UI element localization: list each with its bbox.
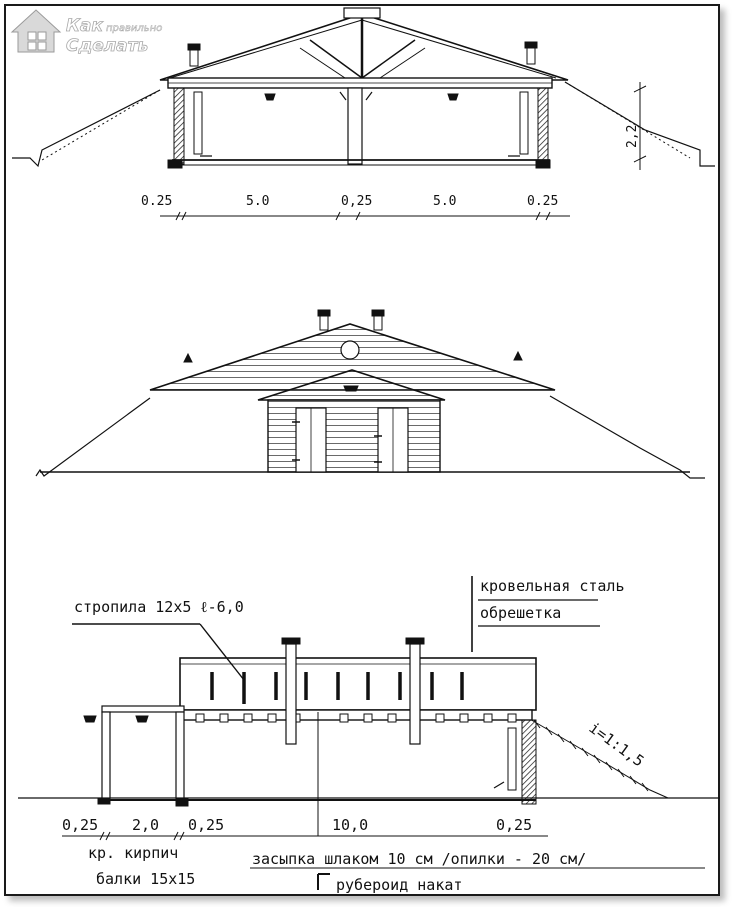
- dim-wall-right: 0.25: [527, 194, 558, 209]
- cross-section-dimensions: 0.25 5.0 0,25 5.0 0.25 2,2: [141, 125, 640, 209]
- dim-bottom-wall-right: 0,25: [496, 816, 532, 834]
- dim-height: 2,2: [625, 125, 640, 148]
- logo-word-1: Как: [66, 16, 103, 36]
- dim-bottom-span: 10,0: [332, 816, 368, 834]
- dim-span-right: 5.0: [433, 194, 456, 209]
- cross-section-drawing: [12, 7, 715, 221]
- dim-wall-left: 0.25: [141, 194, 172, 209]
- longitudinal-section-drawing: [18, 576, 720, 890]
- dim-wall-middle: 0,25: [341, 194, 372, 209]
- label-beams: балки 15х15: [96, 870, 195, 888]
- site-logo: Как правильно Сделать: [10, 9, 163, 56]
- dim-bottom-wall-left: 0,25: [62, 816, 98, 834]
- dim-bottom-wall-middle: 0,25: [188, 816, 224, 834]
- logo-house-icon: [10, 9, 62, 53]
- label-roof-steel: кровельная сталь: [480, 577, 625, 595]
- label-fill: засыпка шлаком 10 см /опилки - 20 см/: [252, 850, 586, 868]
- logo-word-3: Сделать: [66, 36, 148, 56]
- logo-word-2: правильно: [106, 23, 162, 34]
- dim-bottom-vestibule: 2,0: [132, 816, 159, 834]
- label-rafters: стропила 12х5 ℓ-6,0: [74, 598, 244, 616]
- label-slope: i=1:1,5: [586, 719, 648, 771]
- dim-span-left: 5.0: [246, 194, 269, 209]
- label-lathing: обрешетка: [480, 604, 561, 622]
- label-brick: кр. кирпич: [88, 844, 178, 862]
- facade-drawing: [35, 309, 705, 479]
- label-roofing: рубероид накат: [336, 876, 462, 894]
